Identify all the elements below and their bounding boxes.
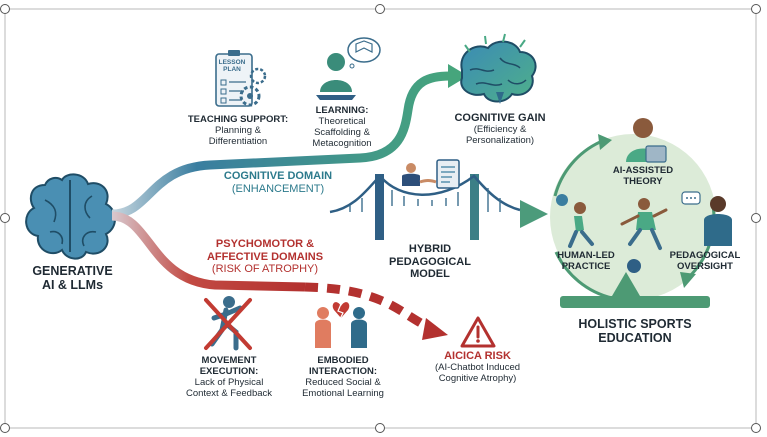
resize-handle-bottom-left[interactable]: [0, 423, 10, 433]
hybrid-line3: MODEL: [410, 268, 450, 281]
hybrid-line1: HYBRID: [408, 243, 452, 255]
generative-ai-brain-icon: [25, 173, 116, 260]
cognitive-domain-subtitle: (ENHANCEMENT): [231, 182, 325, 195]
movement-line1: MOVEMENT: [201, 355, 257, 366]
oversight-teacher-icon: [681, 191, 732, 246]
hybrid-line2: PEDAGOGICAL: [389, 255, 471, 268]
atrophy-path: [111, 211, 306, 292]
learning-line2: Scaffolding &: [314, 126, 370, 138]
cognitive-gain-label: COGNITIVE GAIN (Efficiency & Personaliza…: [430, 112, 570, 146]
cognitive-gain-title: COGNITIVE GAIN: [454, 112, 546, 124]
ai-assisted-line2: THEORY: [623, 175, 663, 187]
cognitive-gain-line2: Personalization): [465, 134, 535, 146]
lesson-plan-icon: [215, 50, 267, 107]
teaching-support-line1: Planning &: [215, 124, 261, 136]
embodied-line4: Emotional Learning: [302, 387, 384, 399]
holistic-line2: EDUCATION: [598, 331, 672, 346]
learning-line3: Metacognition: [312, 137, 372, 149]
cognitive-domain-title: COGNITIVE DOMAIN: [223, 170, 333, 182]
human-led-line1: HUMAN-LED: [557, 250, 615, 261]
holistic-sports-label: HOLISTIC SPORTS EDUCATION: [572, 317, 698, 346]
teaching-support-title: TEACHING SUPPORT:: [187, 114, 289, 125]
movement-line3: Lack of Physical: [194, 376, 264, 388]
lesson-plan-icon-text: LESSON PLAN: [213, 59, 251, 74]
aicica-line2: Cognitive Atrophy): [438, 372, 517, 384]
warning-triangle-icon: [460, 316, 496, 348]
generative-ai-label: GENERATIVE AI & LLMs: [20, 264, 125, 293]
human-led-players-icon: [556, 194, 668, 273]
learning-student-icon: [316, 37, 381, 100]
teaching-support-line2: Differentiation: [208, 135, 268, 147]
lesson-plan-text2: PLAN: [223, 66, 241, 74]
learning-title: LEARNING:: [315, 105, 369, 116]
teaching-support-label: TEACHING SUPPORT: Planning & Differentia…: [168, 114, 308, 148]
embodied-line3: Reduced Social &: [305, 376, 381, 388]
ai-assisted-person-icon: [626, 118, 667, 163]
resize-handle-middle-right[interactable]: [751, 213, 761, 223]
learning-line1: Theoretical: [318, 115, 366, 127]
resize-handle-bottom-center[interactable]: [375, 423, 385, 433]
cognitive-gain-line1: (Efficiency &: [473, 123, 527, 135]
movement-execution-icon: [204, 296, 252, 351]
aicica-label: AICICA RISK (AI-Chatbot Induced Cognitiv…: [415, 350, 540, 384]
oversight-line1: PEDAGOGICAL: [669, 250, 741, 261]
movement-line4: Context & Feedback: [185, 387, 273, 399]
cognitive-path: [111, 71, 451, 219]
resize-handle-middle-left[interactable]: [0, 213, 10, 223]
resize-handle-top-right[interactable]: [751, 4, 761, 14]
learning-label: LEARNING: Theoretical Scaffolding & Meta…: [292, 105, 392, 150]
cognitive-domain-label: COGNITIVE DOMAIN (ENHANCEMENT): [198, 170, 358, 195]
psychomotor-label: PSYCHOMOTOR & AFFECTIVE DOMAINS (RISK OF…: [190, 238, 340, 276]
human-led-practice-label: HUMAN-LED PRACTICE: [546, 250, 626, 273]
pedagogical-oversight-label: PEDAGOGICAL OVERSIGHT: [662, 250, 748, 273]
embodied-line1: EMBODIED: [317, 355, 369, 366]
ai-assisted-line1: AI-ASSISTED: [612, 165, 674, 176]
psychomotor-title2: AFFECTIVE DOMAINS: [206, 250, 324, 263]
resize-handle-top-left[interactable]: [0, 4, 10, 14]
resize-handle-bottom-right[interactable]: [751, 423, 761, 433]
cognitive-gain-brain-icon: [460, 33, 537, 104]
human-led-line2: PRACTICE: [561, 260, 611, 272]
aicica-title: AICICA RISK: [444, 350, 511, 362]
aicica-line1: (AI-Chatbot Induced: [434, 361, 521, 373]
atrophy-arrowhead: [422, 318, 448, 340]
generative-ai-line2: AI & LLMs: [41, 278, 104, 293]
bridge-illustration: [320, 174, 548, 240]
embodied-line2: INTERACTION:: [308, 365, 378, 377]
movement-execution-label: MOVEMENT EXECUTION: Lack of Physical Con…: [170, 355, 288, 400]
embodied-interaction-label: EMBODIED INTERACTION: Reduced Social & E…: [288, 355, 398, 400]
embodied-interaction-icon: [315, 302, 367, 348]
atrophy-dashed-path: [304, 282, 433, 333]
oversight-line2: OVERSIGHT: [677, 260, 733, 272]
resize-handle-top-center[interactable]: [375, 4, 385, 14]
cognitive-arrowhead: [448, 64, 468, 88]
ai-assisted-theory-label: AI-ASSISTED THEORY: [600, 165, 686, 188]
psychomotor-subtitle: (RISK OF ATROPHY): [211, 263, 319, 276]
generative-ai-line1: GENERATIVE: [32, 264, 113, 278]
hybrid-model-label: HYBRID PEDAGOGICAL MODEL: [370, 243, 490, 281]
lesson-plan-text1: LESSON: [218, 59, 246, 66]
ai-handshake-icon: [402, 159, 460, 189]
psychomotor-title1: PSYCHOMOTOR &: [215, 238, 315, 250]
holistic-line1: HOLISTIC SPORTS: [578, 317, 692, 331]
movement-line2: EXECUTION:: [199, 365, 259, 377]
